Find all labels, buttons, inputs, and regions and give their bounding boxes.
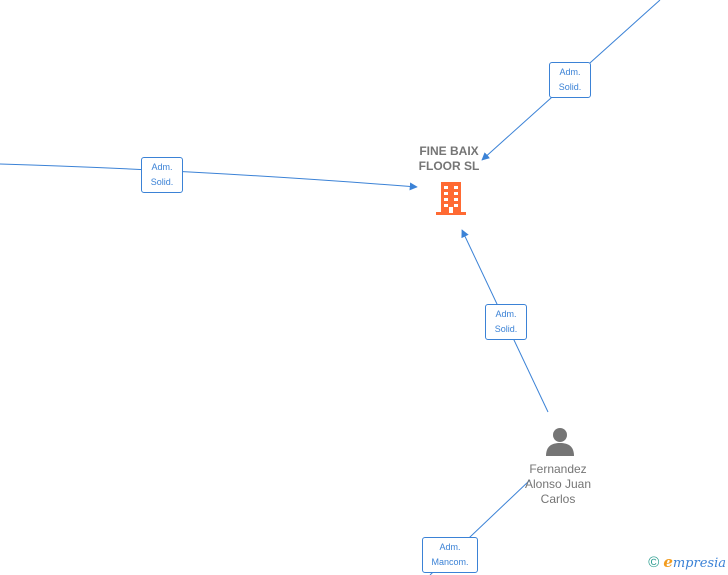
edge-label-line1: Adm. [559,67,581,77]
brand-text: mpresia [672,556,726,571]
person-name-line1: Fernandez [529,462,587,476]
copyright-notice: © empresia [648,553,726,571]
person-name-line2: Alonso Juan [524,477,592,491]
brand-initial: e [663,553,673,571]
edge-label-line2: Solid. [494,324,518,334]
edge-label-adm-solid[interactable]: Adm. Solid. [485,304,527,340]
person-name-line3: Carlos [540,492,576,506]
company-name-line2: FLOOR SL [418,159,480,173]
edge-label-line1: Adm. [439,542,461,552]
edge-label-line1: Adm. [151,162,173,172]
company-name[interactable]: FINE BAIX FLOOR SL [400,144,498,174]
edge-left [0,163,418,191]
building-icon[interactable] [434,180,468,216]
person-name[interactable]: Fernandez Alonso Juan Carlos [506,462,610,507]
edge-label-line1: Adm. [495,309,517,319]
edge-label-adm-solid[interactable]: Adm. Solid. [549,62,591,98]
copyright-icon: © [648,553,660,571]
edge-label-line2: Mancom. [431,557,469,567]
company-name-line1: FINE BAIX [419,144,479,158]
brand-logo[interactable]: empresia [663,553,726,571]
edge-label-line2: Solid. [150,177,174,187]
edge-label-line2: Solid. [558,82,582,92]
edge-label-adm-mancom[interactable]: Adm. Mancom. [422,537,478,573]
person-icon[interactable] [544,425,576,457]
edge-label-adm-solid[interactable]: Adm. Solid. [141,157,183,193]
